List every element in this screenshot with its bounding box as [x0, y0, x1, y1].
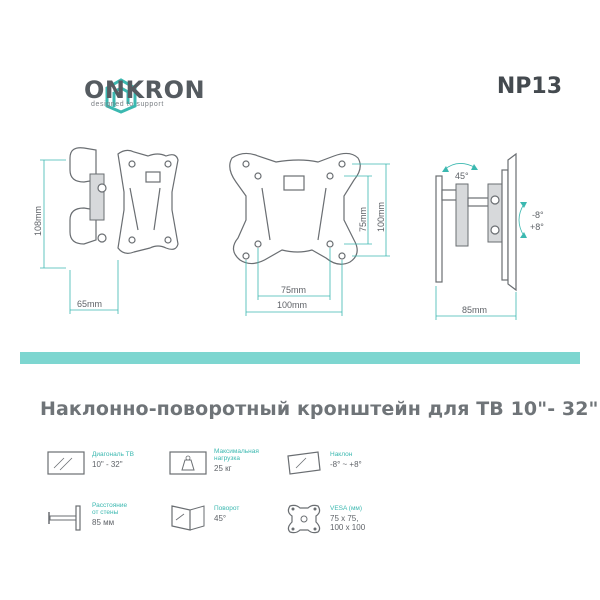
dim-tilt-plus: +8° — [530, 222, 544, 232]
wall-distance-icon — [48, 505, 81, 531]
dim-left-height: 108mm — [33, 206, 43, 236]
model-number: NP13 — [496, 74, 562, 99]
spec-vesa-value-line2: 100 x 100 — [330, 523, 366, 532]
onkron-logo-icon — [105, 78, 137, 114]
spec-load-value: 25 кг — [214, 464, 232, 473]
spec-tilt: Наклон -8° ~ +8° — [284, 448, 464, 498]
spec-diagonal: Диагональ ТВ 10" - 32" — [46, 448, 226, 498]
spec-tilt-label: Наклон — [330, 451, 353, 458]
spec-swivel-label: Поворот — [214, 505, 240, 512]
dim-left-depth: 65mm — [77, 299, 102, 309]
side-mount-drawing: 108mm 65mm — [33, 147, 179, 314]
spec-vesa-value-line1: 75 x 75, — [330, 514, 359, 523]
product-title: Наклонно-поворотный кронштейн для ТВ 10"… — [40, 398, 599, 420]
spec-vesa: VESA (мм) 75 x 75, 100 x 100 — [284, 502, 464, 552]
spec-tilt-value: -8° ~ +8° — [330, 460, 362, 469]
dim-front-inner-height: 75mm — [358, 207, 368, 232]
spec-load: Максимальная нагрузка 25 кг — [168, 448, 348, 498]
brand-name: ONKRON — [84, 76, 206, 104]
side-profile-drawing: 45° -8° +8° 85mm — [435, 152, 544, 320]
front-plate-drawing: 75mm 100mm 75mm 100mm — [229, 152, 390, 316]
brand-tagline: designed to support — [91, 101, 164, 108]
spec-swivel: Поворот 45° — [168, 502, 348, 552]
tilt-icon — [287, 451, 321, 475]
swivel-icon — [171, 505, 205, 531]
spec-distance-label-line1: Расстояние — [92, 502, 128, 509]
dim-front-outer-height: 100mm — [376, 202, 386, 232]
spec-load-label-line2: нагрузка — [214, 455, 240, 462]
vesa-plate-icon — [287, 504, 321, 534]
dim-swivel: 45° — [455, 171, 469, 181]
spec-distance-label-line2: от стены — [92, 509, 119, 516]
dim-front-inner-width: 75mm — [281, 285, 306, 295]
spec-diagonal-value: 10" - 32" — [92, 460, 123, 469]
spec-swivel-value: 45° — [214, 514, 227, 523]
dim-tilt-minus: -8° — [532, 210, 544, 220]
divider-band — [20, 352, 580, 364]
spec-vesa-label: VESA (мм) — [330, 505, 363, 512]
tv-diagonal-icon — [47, 451, 85, 475]
spec-load-label-line1: Максимальная — [214, 448, 259, 455]
spec-diagonal-label: Диагональ ТВ — [92, 451, 134, 458]
spec-distance-value: 85 мм — [92, 518, 115, 527]
dim-front-outer-width: 100mm — [277, 300, 307, 310]
spec-distance: Расстояние от стены 85 мм — [46, 502, 226, 552]
weight-icon — [169, 451, 207, 475]
technical-drawings: 108mm 65mm 75mm 100mm 75mm 100mm — [33, 147, 544, 320]
dim-side-depth: 85mm — [462, 305, 487, 315]
